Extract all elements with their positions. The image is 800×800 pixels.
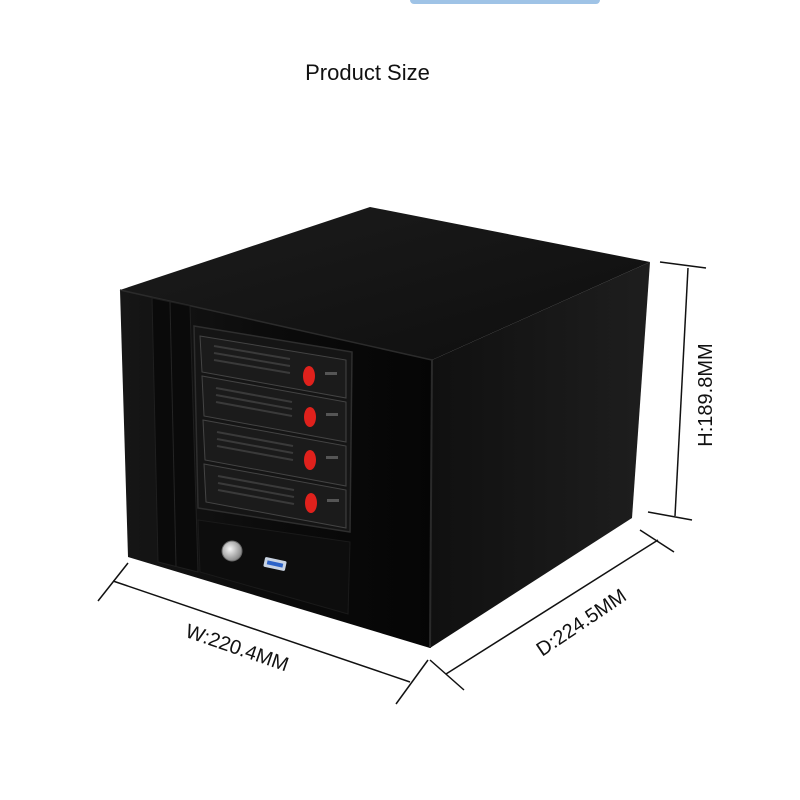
drive-tray[interactable] [201,375,347,443]
drive-tray[interactable] [202,419,347,487]
depth-label: D:224.5MM [533,585,631,661]
power-button-icon[interactable] [221,540,243,562]
height-dimension-line [647,261,707,521]
drive-release-latch[interactable] [303,366,315,386]
front-bezel-left [151,297,199,573]
width-label: W:220.4MM [183,620,292,676]
width-dimension-line [97,562,429,705]
height-label: H:189.8MM [695,343,717,446]
drive-tray[interactable] [203,463,347,529]
drive-tray[interactable] [199,335,347,399]
chassis-side-face [430,262,650,648]
page-title: Product Size [305,60,430,85]
usb-port-icon[interactable] [263,557,287,571]
depth-dimension-line [429,529,675,691]
top-accent-bar [410,0,600,4]
drive-release-latch[interactable] [304,450,316,470]
drive-release-latch[interactable] [304,407,316,427]
drive-release-latch[interactable] [305,493,317,513]
chassis-top-face [120,207,650,360]
